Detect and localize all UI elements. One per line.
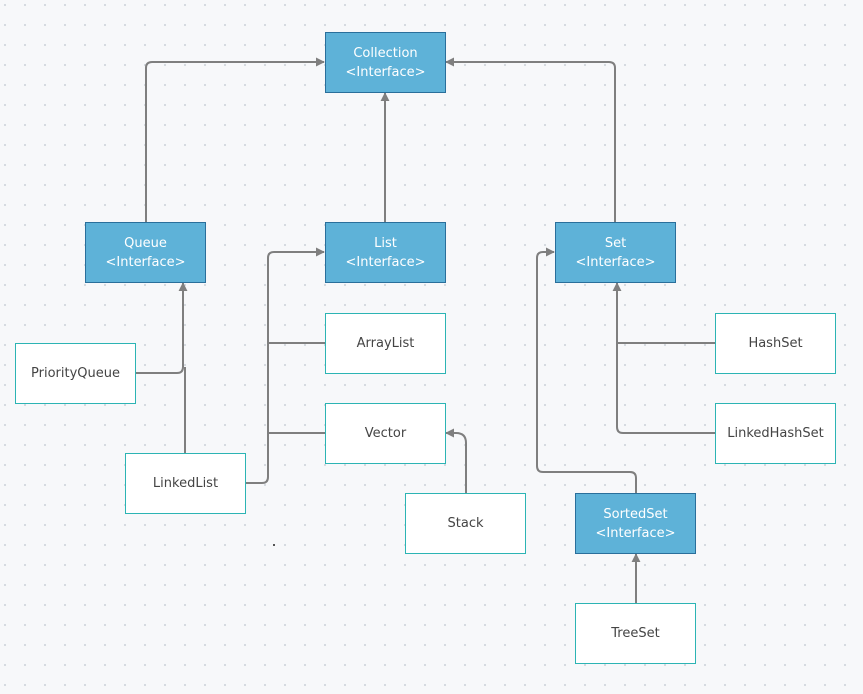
node-name: Stack: [447, 516, 484, 531]
hashset-class-node[interactable]: HashSet: [715, 313, 836, 374]
edge-stack-to-vector: [445, 428, 467, 493]
vector-class-node[interactable]: Vector: [325, 403, 446, 464]
priorityqueue-class-node[interactable]: PriorityQueue: [15, 343, 136, 404]
edge-set-to-collection: [445, 57, 616, 222]
collection-interface-node[interactable]: Collection <Interface>: [325, 32, 446, 93]
sortedset-interface-node[interactable]: SortedSet <Interface>: [575, 493, 696, 554]
treeset-class-node[interactable]: TreeSet: [575, 603, 696, 664]
node-name: ArrayList: [356, 336, 415, 351]
node-stereotype: <Interface>: [345, 254, 426, 270]
arraylist-class-node[interactable]: ArrayList: [325, 313, 446, 374]
linkedlist-class-node[interactable]: LinkedList: [125, 453, 246, 514]
edge-queue-to-collection: [145, 57, 325, 222]
edge-linkedlist-to-list: [246, 247, 325, 484]
node-name: HashSet: [748, 336, 803, 351]
node-name: SortedSet: [603, 506, 668, 522]
node-name: Set: [604, 235, 627, 251]
set-interface-node[interactable]: Set <Interface>: [555, 222, 676, 283]
list-interface-node[interactable]: List <Interface>: [325, 222, 446, 283]
stray-dot: [273, 544, 275, 546]
node-name: List: [374, 235, 397, 251]
node-stereotype: <Interface>: [575, 254, 656, 270]
edge-priorityqueue-to-queue: [135, 282, 188, 374]
node-name: LinkedList: [152, 476, 219, 491]
node-name: LinkedHashSet: [727, 426, 824, 441]
edge-sortedset-to-set: [536, 247, 637, 493]
node-name: PriorityQueue: [31, 366, 120, 381]
queue-interface-node[interactable]: Queue <Interface>: [85, 222, 206, 283]
node-stereotype: <Interface>: [105, 254, 186, 270]
node-name: Vector: [364, 426, 407, 441]
node-stereotype: <Interface>: [595, 525, 676, 541]
stack-class-node[interactable]: Stack: [405, 493, 526, 554]
edge-hashset-to-set: [612, 282, 715, 344]
linkedhashset-class-node[interactable]: LinkedHashSet: [715, 403, 836, 464]
node-name: Collection: [353, 45, 418, 61]
edge-linkedhashset-to-set: [616, 343, 715, 434]
node-name: TreeSet: [611, 626, 660, 641]
node-name: Queue: [124, 235, 167, 251]
node-stereotype: <Interface>: [345, 64, 426, 80]
